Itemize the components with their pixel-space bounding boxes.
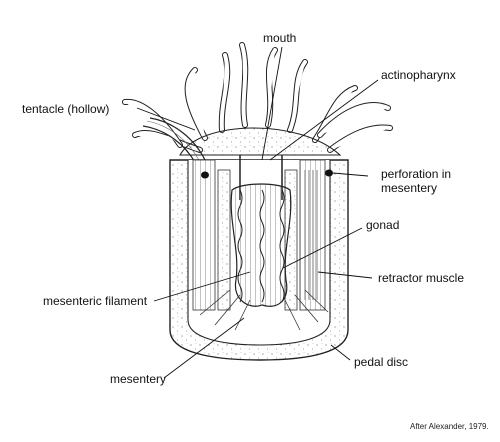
leader-lines xyxy=(136,46,379,379)
retractor-muscle-lines xyxy=(304,170,318,300)
label-actinopharynx: actinopharynx xyxy=(381,68,456,82)
hollow-tentacle xyxy=(142,117,206,165)
label-mesentery: mesentery xyxy=(110,372,167,386)
basal-septa xyxy=(199,289,329,331)
label-perforation-line1: perforation in xyxy=(381,167,452,181)
label-mesenteric-filament: mesenteric filament xyxy=(43,294,148,308)
gonad-mass xyxy=(230,183,292,307)
tentacles xyxy=(122,42,393,153)
perforation-right xyxy=(325,169,333,177)
label-gonad: gonad xyxy=(366,218,400,232)
label-retractor-muscle: retractor muscle xyxy=(378,271,465,285)
label-tentacle: tentacle (hollow) xyxy=(22,102,110,116)
attribution-credit: After Alexander, 1979. xyxy=(410,422,489,431)
perforation-left xyxy=(201,171,209,179)
label-pedal-disc: pedal disc xyxy=(354,355,409,369)
oral-disc xyxy=(179,127,342,156)
mesentery-panels xyxy=(192,159,326,311)
mesenteric-filament-wiggles xyxy=(237,189,285,303)
label-perforation-line2: mesentery xyxy=(381,181,438,195)
label-mouth: mouth xyxy=(263,31,297,45)
